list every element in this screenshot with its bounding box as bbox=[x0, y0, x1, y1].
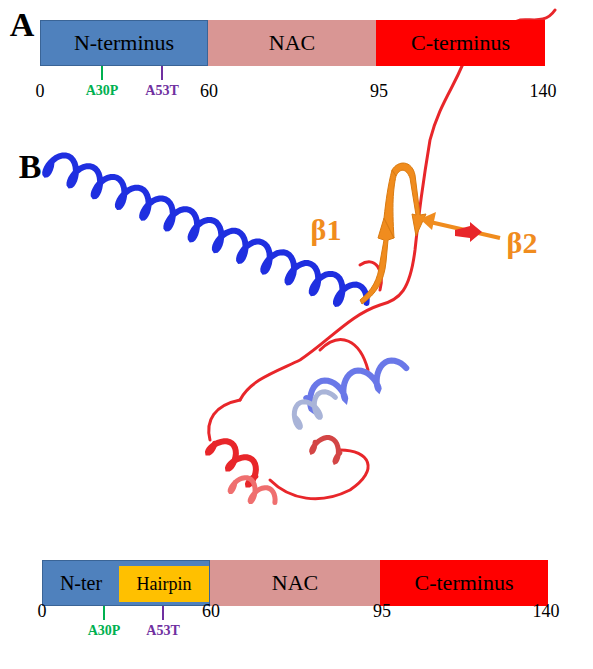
domain-segment: NAC bbox=[210, 560, 380, 606]
mutation-label: A53T bbox=[145, 84, 178, 98]
beta-strand bbox=[455, 222, 482, 242]
segment-label: Hairpin bbox=[119, 566, 209, 602]
residue-number: 140 bbox=[530, 82, 557, 100]
residue-number: 60 bbox=[202, 602, 220, 620]
residue-number: 60 bbox=[200, 82, 218, 100]
domain-segment: NAC bbox=[208, 20, 376, 66]
segment-label: N-terminus bbox=[41, 21, 207, 65]
beta-hairpin bbox=[360, 163, 426, 304]
residue-number: 0 bbox=[36, 82, 45, 100]
alpha-helix bbox=[230, 478, 275, 503]
panel-letter: B bbox=[19, 150, 42, 184]
mutation-label: A53T bbox=[146, 624, 179, 638]
mutation-label: A30P bbox=[86, 84, 119, 98]
segment-label: C-terminus bbox=[380, 560, 548, 606]
mutation-tick bbox=[103, 606, 105, 620]
alpha-helix bbox=[45, 155, 367, 303]
residue-number: 140 bbox=[533, 602, 560, 620]
domain-segment: N-terminus bbox=[40, 20, 208, 66]
mutation-tick bbox=[161, 66, 163, 80]
strand-label: β1 bbox=[311, 215, 342, 245]
residue-number: 95 bbox=[373, 602, 391, 620]
residue-number: 0 bbox=[38, 602, 47, 620]
strand-label: β2 bbox=[507, 228, 538, 258]
segment-label: N-ter bbox=[43, 561, 119, 605]
segment-label: NAC bbox=[208, 20, 376, 66]
domain-segment: C-terminus bbox=[376, 20, 545, 66]
panel-letter: A bbox=[10, 8, 35, 42]
domain-segment: C-terminus bbox=[380, 560, 548, 606]
segment-label: NAC bbox=[210, 560, 380, 606]
mutation-label: A30P bbox=[88, 624, 121, 638]
alpha-helix bbox=[306, 361, 406, 410]
segment-label: C-terminus bbox=[376, 20, 545, 66]
domain-segment: N-terHairpin bbox=[42, 560, 210, 606]
alpha-helix bbox=[312, 438, 340, 462]
alpha-helix bbox=[294, 392, 335, 428]
mutation-tick bbox=[162, 606, 164, 620]
residue-number: 95 bbox=[370, 82, 388, 100]
loop-region bbox=[209, 10, 555, 499]
mutation-tick bbox=[101, 66, 103, 80]
domain-segment: Hairpin bbox=[119, 566, 209, 602]
